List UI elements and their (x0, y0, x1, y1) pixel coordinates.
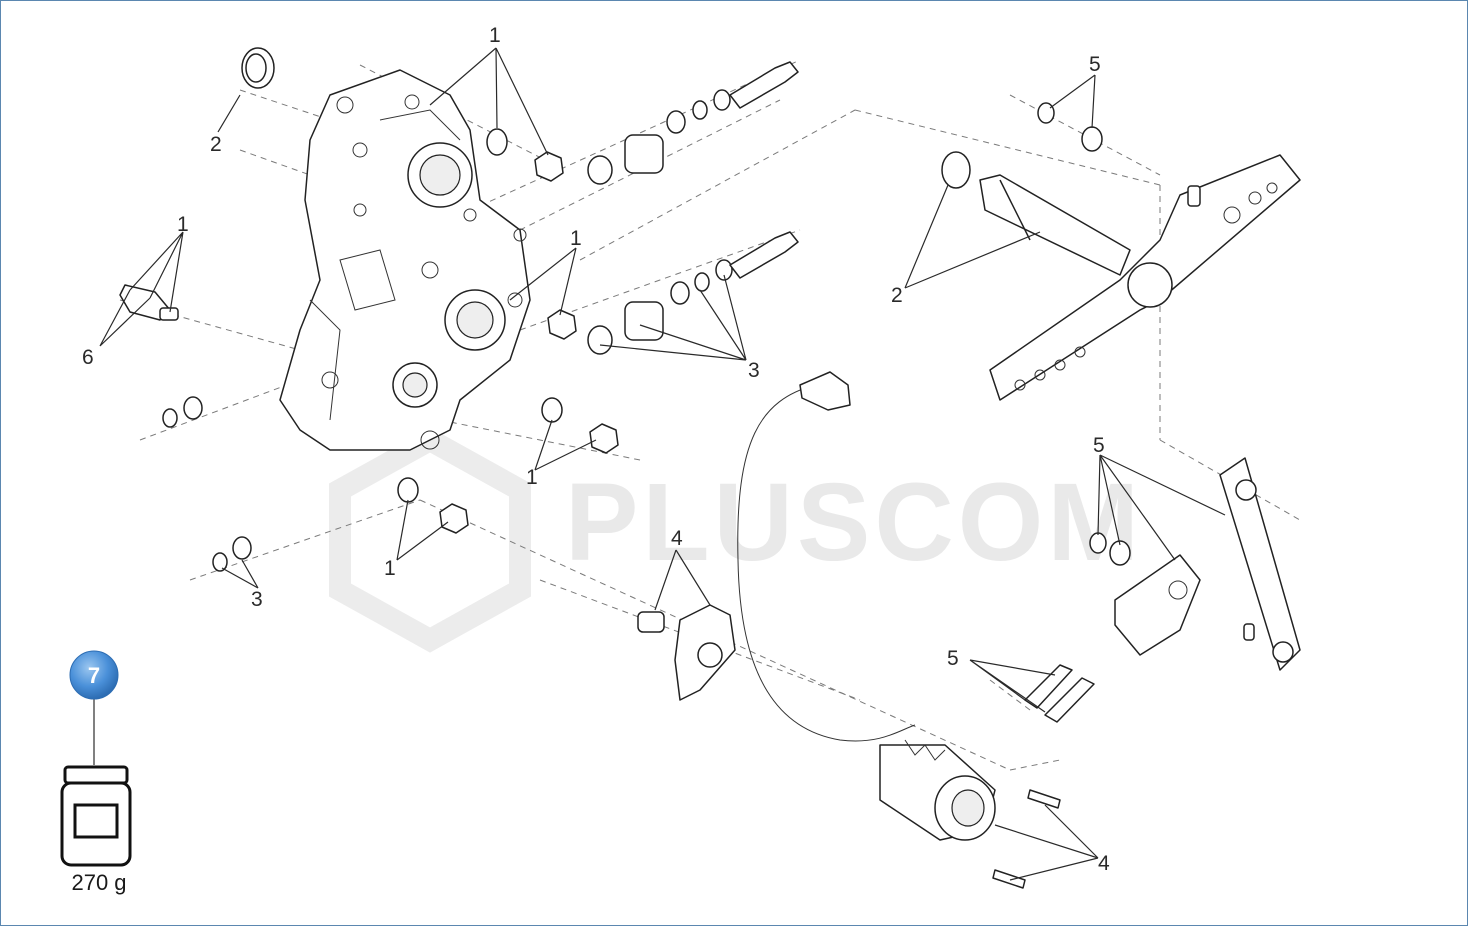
callout-1-left: 1 (177, 213, 189, 236)
callout-5-top: 5 (1089, 53, 1101, 76)
grease-jar-icon (60, 765, 132, 867)
leader-lines (99, 47, 1226, 881)
watermark: PLUSCOM (329, 427, 1143, 653)
callout-5-bolts: 5 (947, 647, 959, 670)
callout-2-right: 2 (891, 284, 903, 307)
callouts: 1 2 1 6 1 3 1 1 3 4 4 2 5 5 5 (82, 24, 1110, 875)
lubricant-item: 7 270 g (60, 650, 132, 895)
callout-4-motor: 4 (1098, 852, 1110, 875)
linkage-arm (941, 102, 1301, 401)
callout-2-left: 2 (210, 133, 222, 156)
callout-1-bottom: 1 (384, 557, 396, 580)
callout-6: 6 (82, 346, 94, 369)
callout-1-lower: 1 (526, 466, 538, 489)
left-parts (119, 47, 619, 572)
weight-label: 270 g (71, 870, 126, 895)
gearbox-housing (279, 69, 531, 451)
callout-4-plate: 4 (671, 527, 683, 550)
callout-1-middle: 1 (570, 227, 582, 250)
upper-shaft-assemblies (587, 61, 799, 355)
callout-1-top: 1 (489, 24, 501, 47)
watermark-text: PLUSCOM (565, 461, 1143, 584)
callout-3-left: 3 (251, 588, 263, 611)
callout-3-right: 3 (748, 359, 760, 382)
lower-link-bar (1024, 457, 1301, 723)
item-badge-number: 7 (88, 663, 100, 688)
motor-assembly (637, 371, 1061, 889)
item-badge (69, 650, 119, 700)
callout-5-right: 5 (1093, 434, 1105, 457)
